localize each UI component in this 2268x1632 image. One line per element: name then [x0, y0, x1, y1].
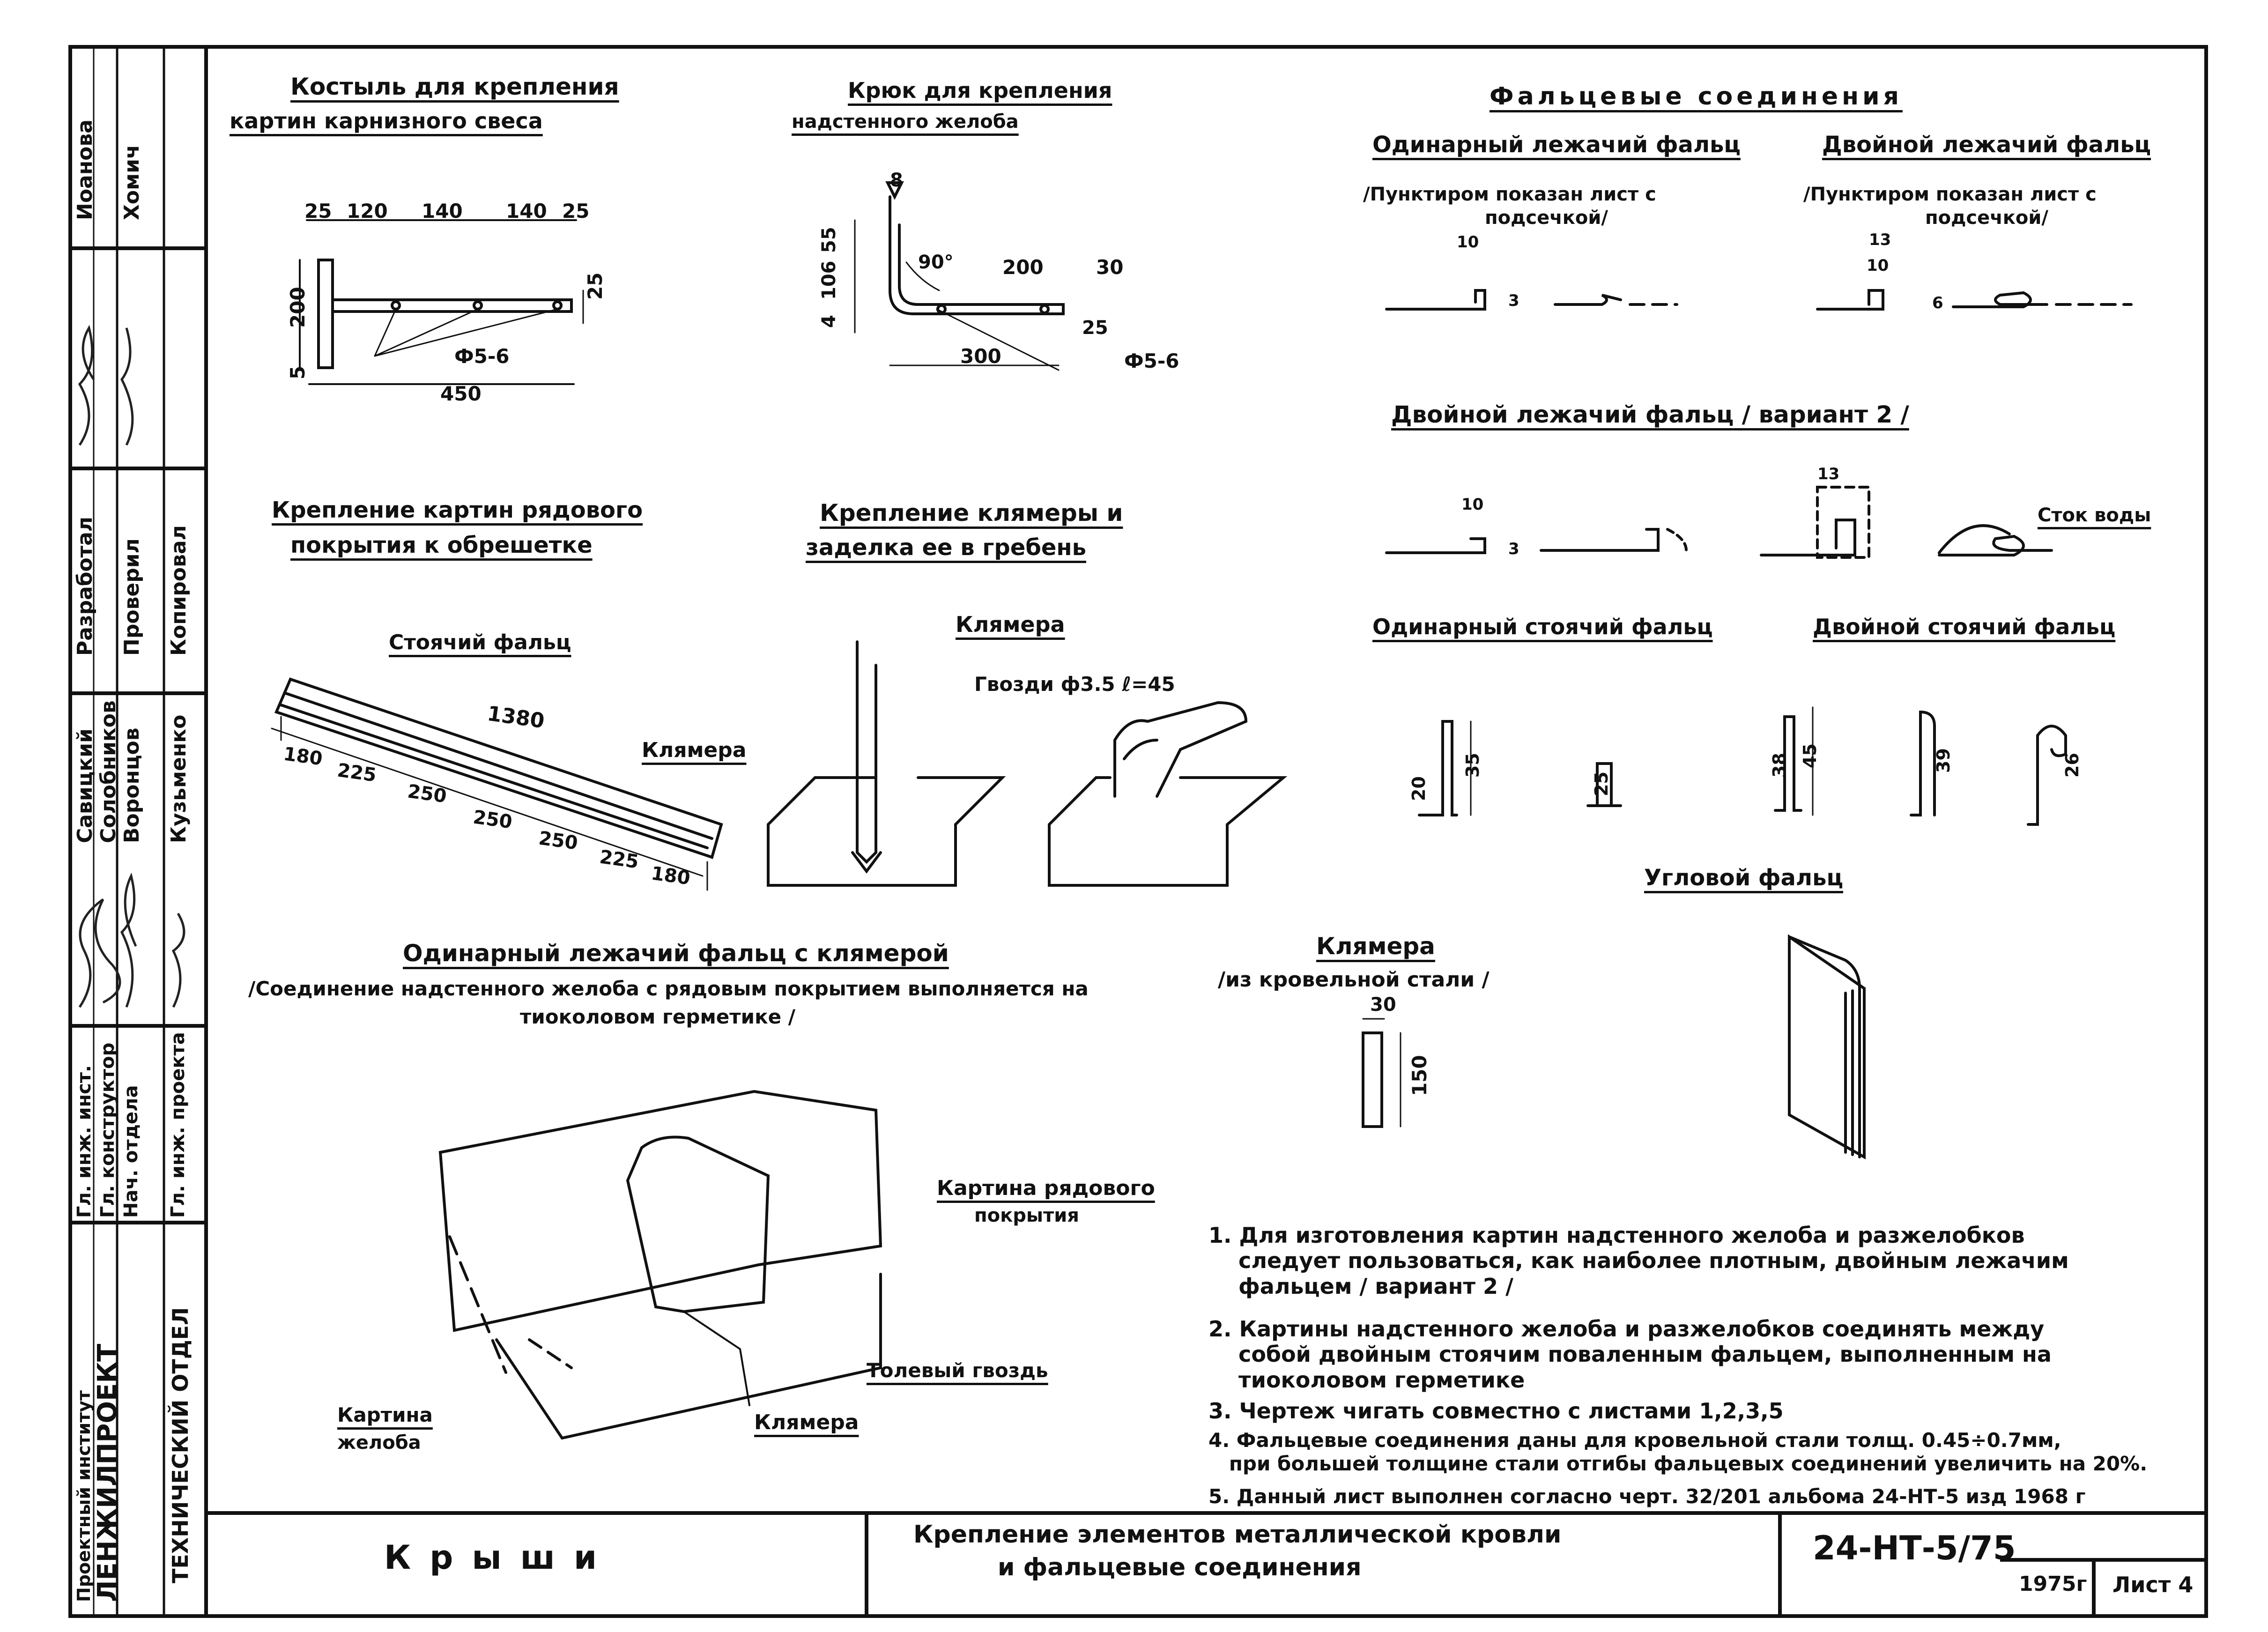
- odin-stoyach-drawing: [1418, 720, 1622, 816]
- kryuk-drawing: [854, 181, 1065, 371]
- punktir-2b: подсечкой/: [1925, 207, 2048, 229]
- dim: 140: [422, 200, 463, 223]
- uglovoy-drawing: [1788, 934, 1866, 1160]
- drawing-title-line2: и фальцевые соединения: [998, 1553, 1362, 1581]
- dim: 10: [1867, 256, 1889, 275]
- outer-border: [68, 45, 2208, 1618]
- dim: 300: [960, 345, 1001, 368]
- note-4: 4. Фальцевые соединения даны для кровель…: [1208, 1429, 2148, 1475]
- dim: 140: [506, 200, 547, 223]
- odin-stoyach-title: Одинарный стоячий фальц: [1372, 614, 1713, 639]
- note-1: 1. Для изготовления картин надстенного ж…: [1208, 1223, 2069, 1299]
- kartina-zhel-label2: желоба: [337, 1432, 421, 1454]
- dim: 200: [1002, 256, 1044, 279]
- odin-klyam-sub2: тиоколовом герметике /: [520, 1005, 796, 1028]
- krep-klyam-title: Крепление клямеры и: [820, 499, 1123, 527]
- odin-lezh-title: Одинарный лежачий фальц: [1372, 132, 1741, 158]
- krep-klyam-subtitle: заделка ее в гребень: [806, 534, 1086, 561]
- dim: 13: [1869, 230, 1891, 249]
- odin-klyam-title: Одинарный лежачий фальц с клямерой: [403, 940, 949, 967]
- dim: 10: [1457, 233, 1479, 252]
- dim: 120: [347, 200, 388, 223]
- odin-klyam-sub1: /Соединение надстенного желоба с рядовым…: [248, 977, 1089, 1000]
- punktir-2: /Пунктиром показан лист с: [1803, 184, 2097, 205]
- punktir-1: /Пунктиром показан лист с: [1363, 184, 1656, 205]
- stok-vody-label: Сток воды: [2038, 504, 2151, 526]
- kartina-ryad-label: Картина рядового: [937, 1176, 1155, 1200]
- drawing-title-line1: Крепление элементов металлической кровли: [913, 1521, 1562, 1549]
- kostyl-title: Костыль для крепления: [290, 73, 619, 100]
- note-2: 2. Картины надстенного желоба и разжелоб…: [1208, 1316, 2052, 1393]
- punktir-1b: подсечкой/: [1485, 207, 1608, 229]
- gvozdi-label: Гвозди ф3.5 ℓ=45: [974, 673, 1175, 696]
- dim: 10: [1461, 495, 1484, 514]
- year-label: 1975г: [2019, 1572, 2087, 1596]
- dim: Ф5-6: [1124, 349, 1179, 372]
- kartina-ryad-label2: покрытия: [974, 1205, 1079, 1226]
- klyamera-label-3: Клямера: [754, 1410, 859, 1434]
- klyamera-detail-drawing: [1362, 1018, 1401, 1128]
- kartina-zhel-label: Картина: [337, 1403, 433, 1426]
- kryuk-title: Крюк для крепления: [848, 78, 1112, 103]
- falc-title: Фальцевые соединения: [1490, 82, 1903, 111]
- klyamera-detail-title: Клямера: [1316, 933, 1435, 960]
- drawing-code: 24-НТ-5/75: [1813, 1529, 2016, 1567]
- dim: 30: [1370, 994, 1396, 1016]
- kostyl-subtitle: картин карнизного свеса: [230, 108, 543, 134]
- section-name: Крыши: [384, 1538, 616, 1577]
- krep-kartin-title: Крепление картин рядового: [272, 497, 643, 523]
- note-5: 5. Данный лист выполнен согласно черт. 3…: [1208, 1485, 2086, 1508]
- dvoin-var2-title: Двойной лежачий фальц / вариант 2 /: [1391, 401, 1909, 428]
- stoyachiy-label: Стоячий фальц: [389, 631, 571, 654]
- kostyl-drawing: [299, 219, 584, 385]
- dim: 3: [1508, 540, 1519, 558]
- note-3: 3. Чертеж чигать совместно с листами 1,2…: [1208, 1398, 1784, 1424]
- dvoin-lezh-title: Двойной лежачий фальц: [1822, 132, 2151, 158]
- tolevy-label: Толевый гвоздь: [867, 1359, 1048, 1382]
- dvoin-stoyach-drawing: [1774, 706, 2067, 826]
- dim: 3: [1508, 291, 1519, 310]
- dim: 13: [1817, 465, 1840, 483]
- dvoin-lezh-drawing: [1816, 289, 2133, 311]
- klyamera-greben-drawing: [767, 640, 1288, 887]
- ryadovoe-drawing: [271, 677, 723, 891]
- dim: 25: [1082, 317, 1108, 339]
- dim: Ф5-6: [454, 345, 510, 368]
- krep-kartin-subtitle: покрытия к обрешетке: [290, 532, 593, 558]
- odin-lezh-drawing: [1385, 289, 1678, 311]
- klyamera-label-1: Клямера: [642, 738, 747, 762]
- dim: 450: [440, 382, 482, 405]
- dim: 30: [1096, 256, 1124, 279]
- dim: 25: [304, 200, 332, 223]
- odin-klyam-drawing: [438, 1090, 882, 1440]
- uglovoy-title: Угловой фальц: [1644, 865, 1844, 891]
- dim: 90°: [918, 252, 954, 273]
- dim: 25: [562, 200, 590, 223]
- klyamera-detail-sub: /из кровельной стали /: [1218, 968, 1490, 992]
- kryuk-subtitle: надстенного желоба: [792, 111, 1019, 133]
- sheet-label: Лист 4: [2112, 1572, 2194, 1597]
- dvoin-stoyach-title: Двойной стоячий фальц: [1813, 614, 2116, 639]
- dim: 6: [1932, 294, 1943, 312]
- variant2-drawing: [1385, 486, 2053, 559]
- klyamera-label-2: Клямера: [956, 612, 1065, 637]
